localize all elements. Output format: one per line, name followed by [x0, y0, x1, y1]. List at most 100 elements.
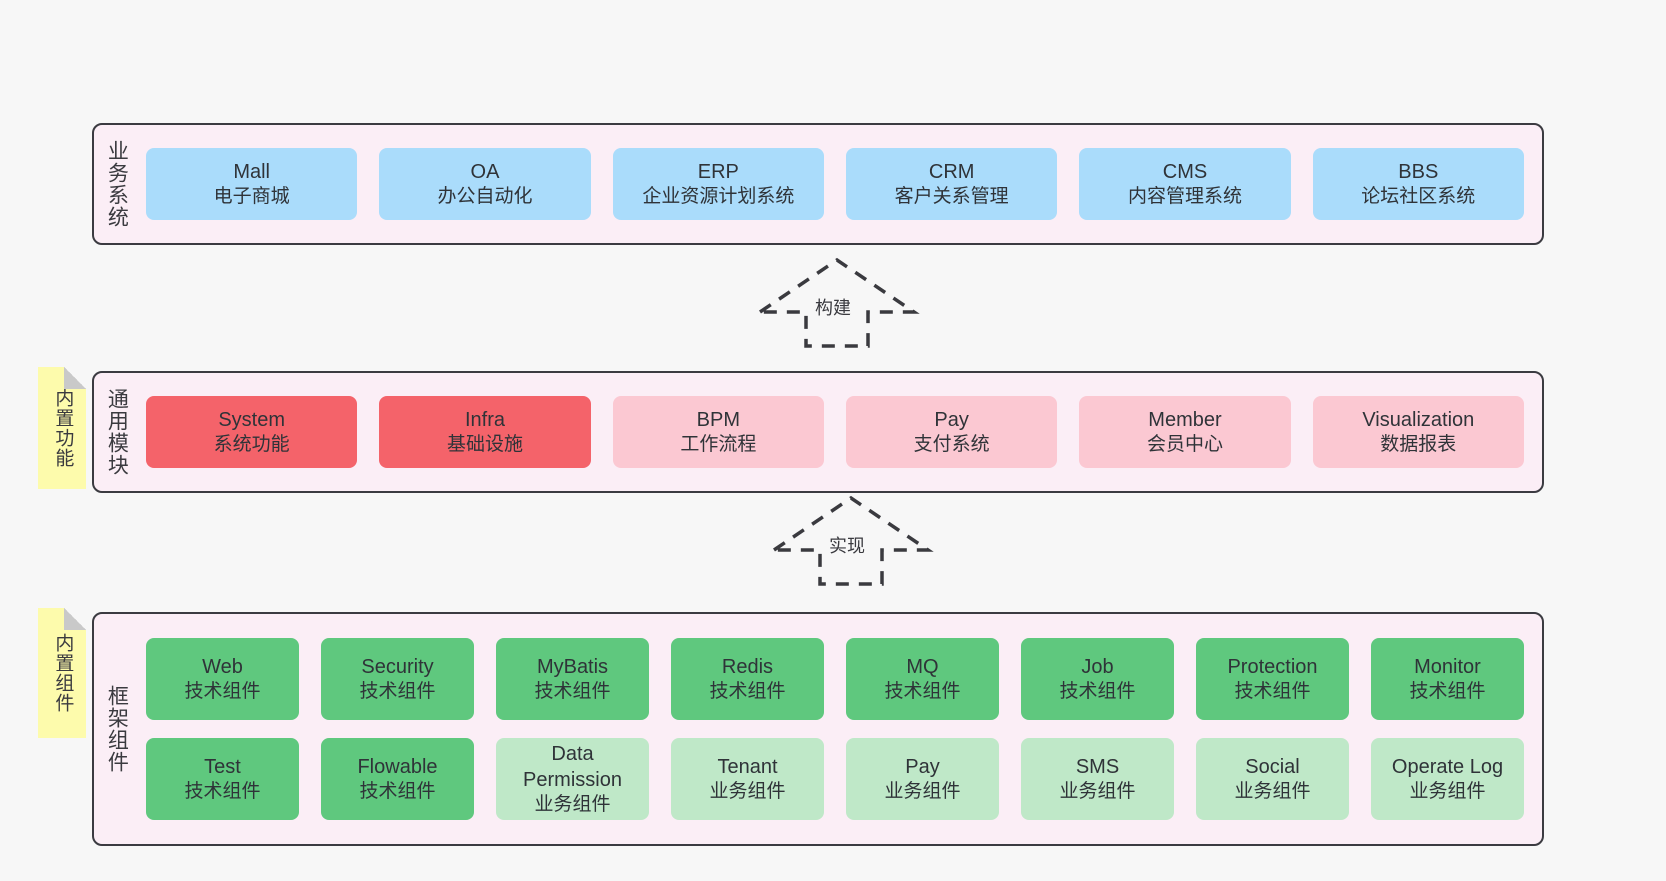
component-name-en: MQ	[906, 655, 939, 678]
component-name-en: Protection	[1227, 655, 1318, 678]
component-name-en: CMS	[1162, 160, 1208, 183]
component-name-en: Redis	[721, 655, 774, 678]
component-name-cn: 基础设施	[446, 433, 523, 455]
component-name-en: Tenant	[717, 755, 778, 778]
generalization-arrow-implement: 实现	[766, 492, 936, 588]
component-name-en: CRM	[928, 160, 975, 183]
component-name-cn: 论坛社区系统	[1361, 185, 1476, 207]
component-name-en: Pay	[905, 755, 940, 778]
layer-title-frame: 框架组件	[105, 685, 129, 773]
component-name-en: OA	[470, 160, 500, 183]
layer-title-modules: 通用模块	[105, 388, 129, 476]
component-name-en: Pay	[934, 408, 969, 431]
component-name-cn: 支付系统	[913, 433, 990, 455]
component-name-cn: 数据报表	[1380, 433, 1457, 455]
component-name-cn: 业务组件	[534, 793, 611, 815]
component-name-cn: 技术组件	[1059, 680, 1136, 702]
component-name-cn: 技术组件	[1409, 680, 1486, 702]
component-name-en: Member	[1148, 408, 1222, 431]
component-name-cn: 系统功能	[213, 433, 290, 455]
component-name-en: Flowable	[357, 755, 438, 778]
component-name-cn: 企业资源计划系统	[642, 185, 795, 207]
component-name-en: Web	[202, 655, 243, 678]
sticky-note-builtin-components: 内置组件	[38, 608, 86, 738]
arrow-label-build: 构建	[815, 298, 851, 318]
component-name-cn: 工作流程	[680, 433, 757, 455]
component-name-cn: 内容管理系统	[1127, 185, 1242, 207]
component-name-en: Job	[1081, 655, 1114, 678]
component-name-cn: 业务组件	[1409, 780, 1486, 802]
component-name-cn: 技术组件	[184, 680, 261, 702]
component-name-cn: 会员中心	[1146, 433, 1223, 455]
component-name-en: ERP	[697, 160, 739, 183]
component-name-cn: 电子商城	[213, 185, 290, 207]
component-name-cn: 技术组件	[534, 680, 611, 702]
component-name-cn: 技术组件	[884, 680, 961, 702]
component-name-cn: 技术组件	[359, 780, 436, 802]
component-name-cn: 技术组件	[709, 680, 786, 702]
component-name-en: System	[218, 408, 285, 431]
component-name-cn: 业务组件	[1059, 780, 1136, 802]
component-name-en: Operate Log	[1391, 755, 1504, 778]
component-name-cn: 客户关系管理	[894, 185, 1009, 207]
component-name-cn: 业务组件	[884, 780, 961, 802]
component-name-cn: 业务组件	[709, 780, 786, 802]
component-name-en: MyBatis	[536, 655, 609, 678]
component-name-en: Test	[204, 755, 241, 778]
component-name-en: BBS	[1398, 160, 1439, 183]
component-name-en: Visualization	[1362, 408, 1475, 431]
arrow-label-implement: 实现	[829, 536, 865, 556]
component-name-en: Infra	[464, 408, 505, 431]
sticky-note-builtin-functions: 内置功能	[38, 367, 86, 489]
generalization-arrow-build: 构建	[752, 254, 922, 350]
dashed-hollow-arrow-icon	[754, 257, 920, 348]
component-name-en: Security	[361, 655, 434, 678]
component-name-en: BPM	[696, 408, 740, 431]
dashed-hollow-arrow-icon	[768, 495, 934, 586]
component-name-en: Monitor	[1414, 655, 1481, 678]
component-name-cn: 技术组件	[184, 780, 261, 802]
component-name-en: Data Permission	[523, 742, 622, 791]
component-name-cn: 技术组件	[1234, 680, 1311, 702]
component-name-cn: 技术组件	[359, 680, 436, 702]
component-name-en: SMS	[1075, 755, 1120, 778]
component-name-cn: 业务组件	[1234, 780, 1311, 802]
